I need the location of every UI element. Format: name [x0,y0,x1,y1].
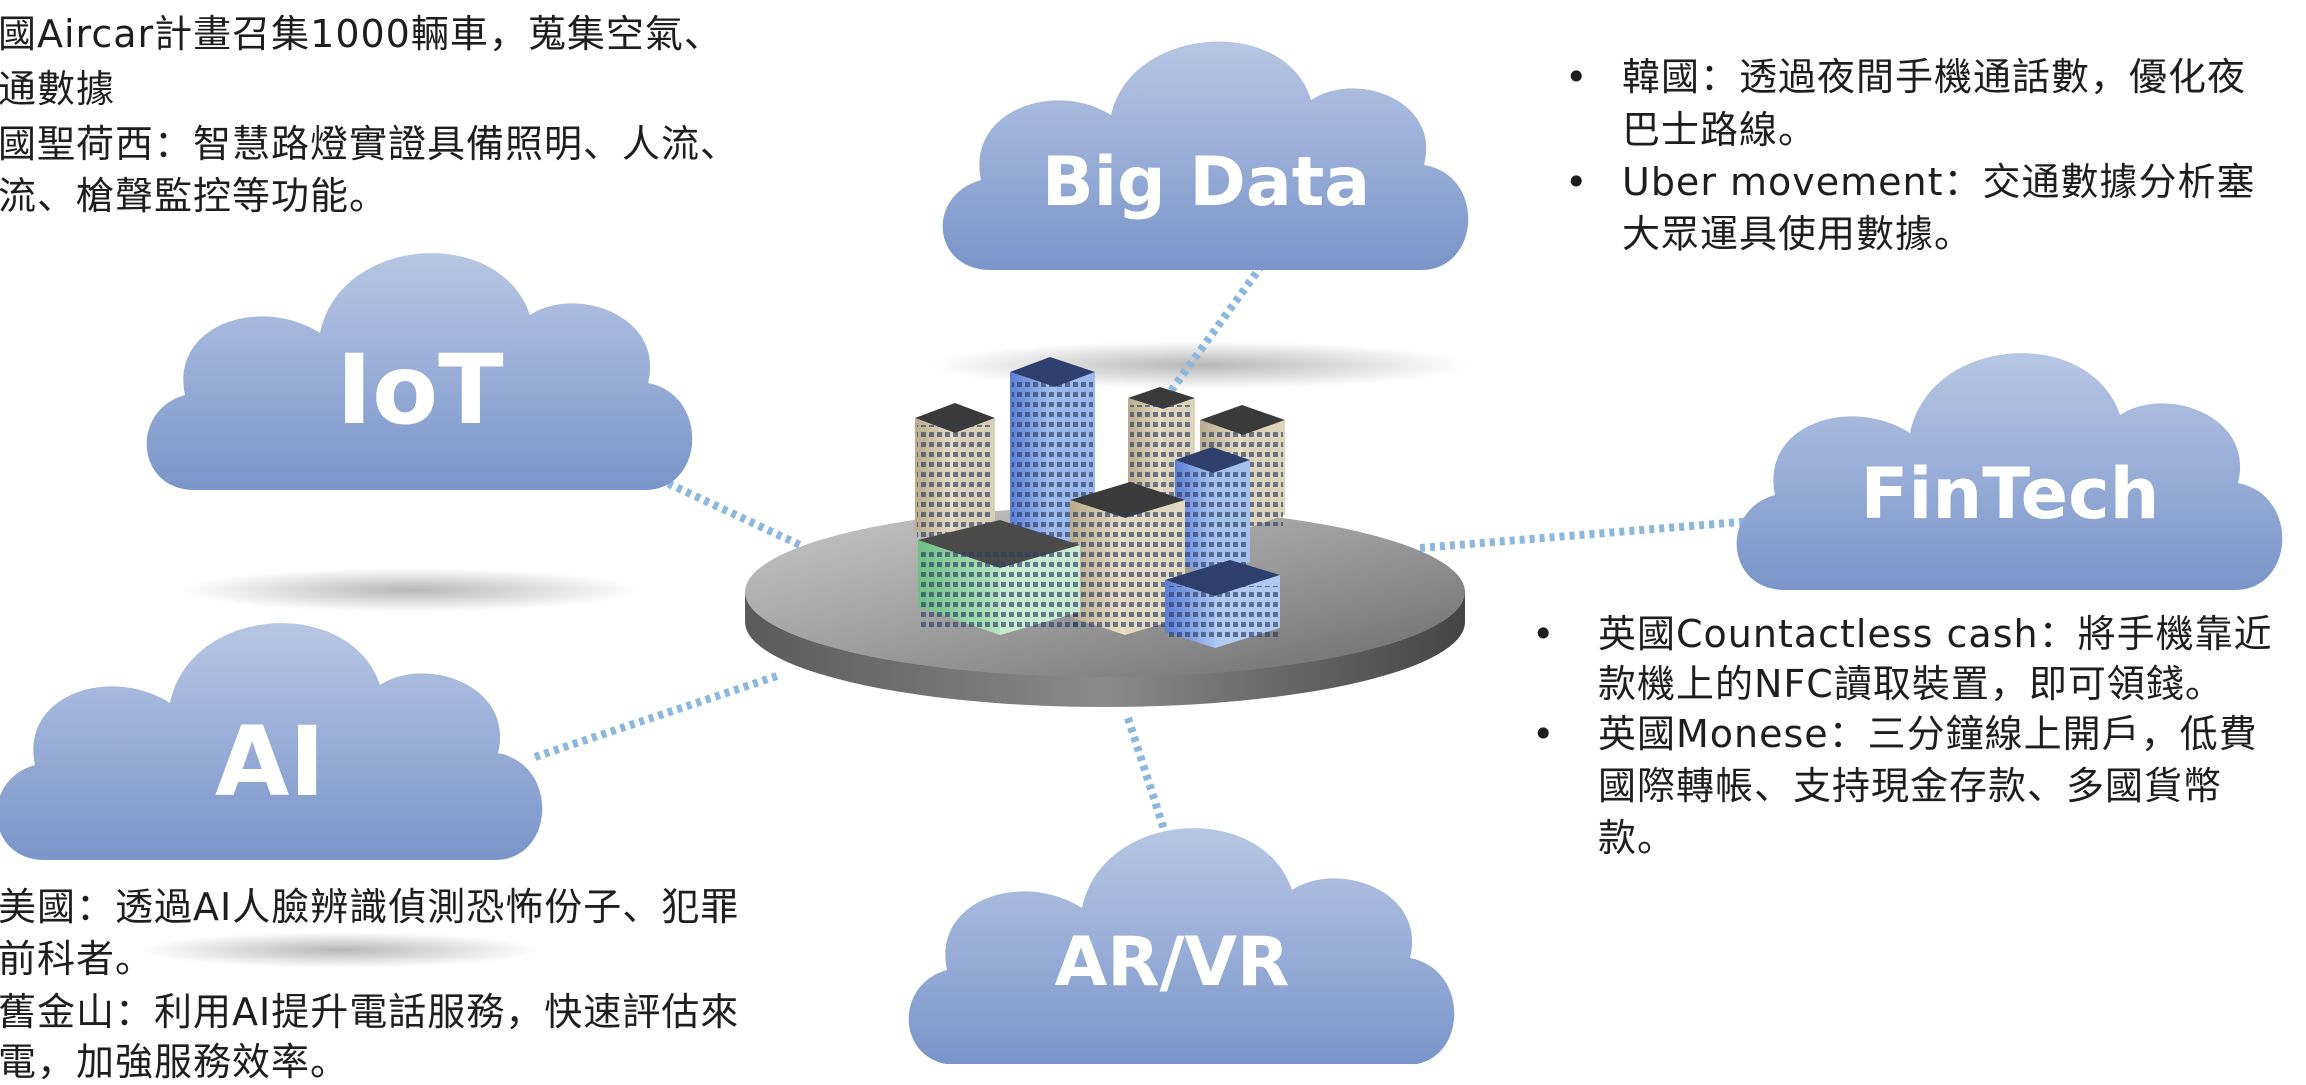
connector-arvr [1124,716,1172,844]
fintech-note-line-2: 款機上的NFC讀取裝置，即可領錢。 [1598,662,2224,706]
connector-bigdata [1146,262,1266,423]
cloud-ai-shape [0,623,543,860]
ai-note-line-3: 舊金山：利用AI提升電話服務，快速評估來 [0,990,740,1034]
shadow-ai [140,932,540,968]
cloud-fintech-label: FinTech [1861,453,2160,535]
iot-note-line-1: 國Aircar計畫召集1000輛車，蒐集空氣、 [0,12,723,56]
cloud-bigdata[interactable]: Big Data [942,41,1469,270]
ai-note-line-4: 電，加強服務效率。 [0,1040,350,1084]
fintech-note-line-1: 英國Countactless cash：將手機靠近 [1598,612,2273,656]
fintech-note-line-5: 款。 [1598,816,1677,860]
fintech-note-line-3: 英國Monese：三分鐘線上開戶，低費 [1598,712,2258,756]
cloud-fintech[interactable]: FinTech [1736,353,2283,590]
city-buildings-icon [915,357,1285,648]
cloud-iot-label: IoT [336,334,503,446]
connector-iot [648,471,802,549]
bigdata-note-line-2: 巴士路線。 [1622,108,1818,152]
ai-note-line-1: 美國：透過AI人臉辨識偵測恐怖份子、犯罪 [0,885,740,929]
cloud-arvr[interactable]: AR/VR [908,828,1455,1064]
cloud-arvr-label: AR/VR [1055,923,1290,1002]
iot-note-line-3: 國聖荷西：智慧路燈實證具備照明、人流、 [0,122,740,166]
connector-fintech [1419,514,1791,552]
bigdata-note-line-1: 韓國：透過夜間手機通話數，優化夜 [1622,55,2247,99]
cloud-iot-shape [146,253,693,490]
cloud-iot[interactable]: IoT [146,253,693,490]
shadow-iot [180,568,640,612]
bigdata-note-line-4: 大眾運具使用數據。 [1622,212,1974,256]
cloud-bigdata-shape [942,41,1469,270]
iot-note-line-4: 流、槍聲監控等功能。 [0,174,389,218]
fintech-bullet-1: • [1532,612,1555,656]
cloud-ai[interactable]: AI [0,623,543,860]
bigdata-bullet-1: • [1565,55,1588,99]
connector-ai [533,671,782,761]
cloud-bigdata-label: Big Data [1042,143,1370,222]
cloud-arvr-shape [908,828,1455,1064]
fintech-bullet-2: • [1532,712,1555,756]
fintech-note-line-4: 國際轉帳、支持現金存款、多國貨幣 [1598,764,2223,808]
iot-note-line-2: 通數據 [0,67,116,111]
cloud-ai-label: AI [215,706,325,818]
bigdata-bullet-2: • [1565,160,1588,204]
ai-note-line-2: 前科者。 [0,937,155,981]
cloud-fintech-shape [1736,353,2283,590]
bigdata-note-line-3: Uber movement：交通數據分析塞 [1622,160,2256,204]
